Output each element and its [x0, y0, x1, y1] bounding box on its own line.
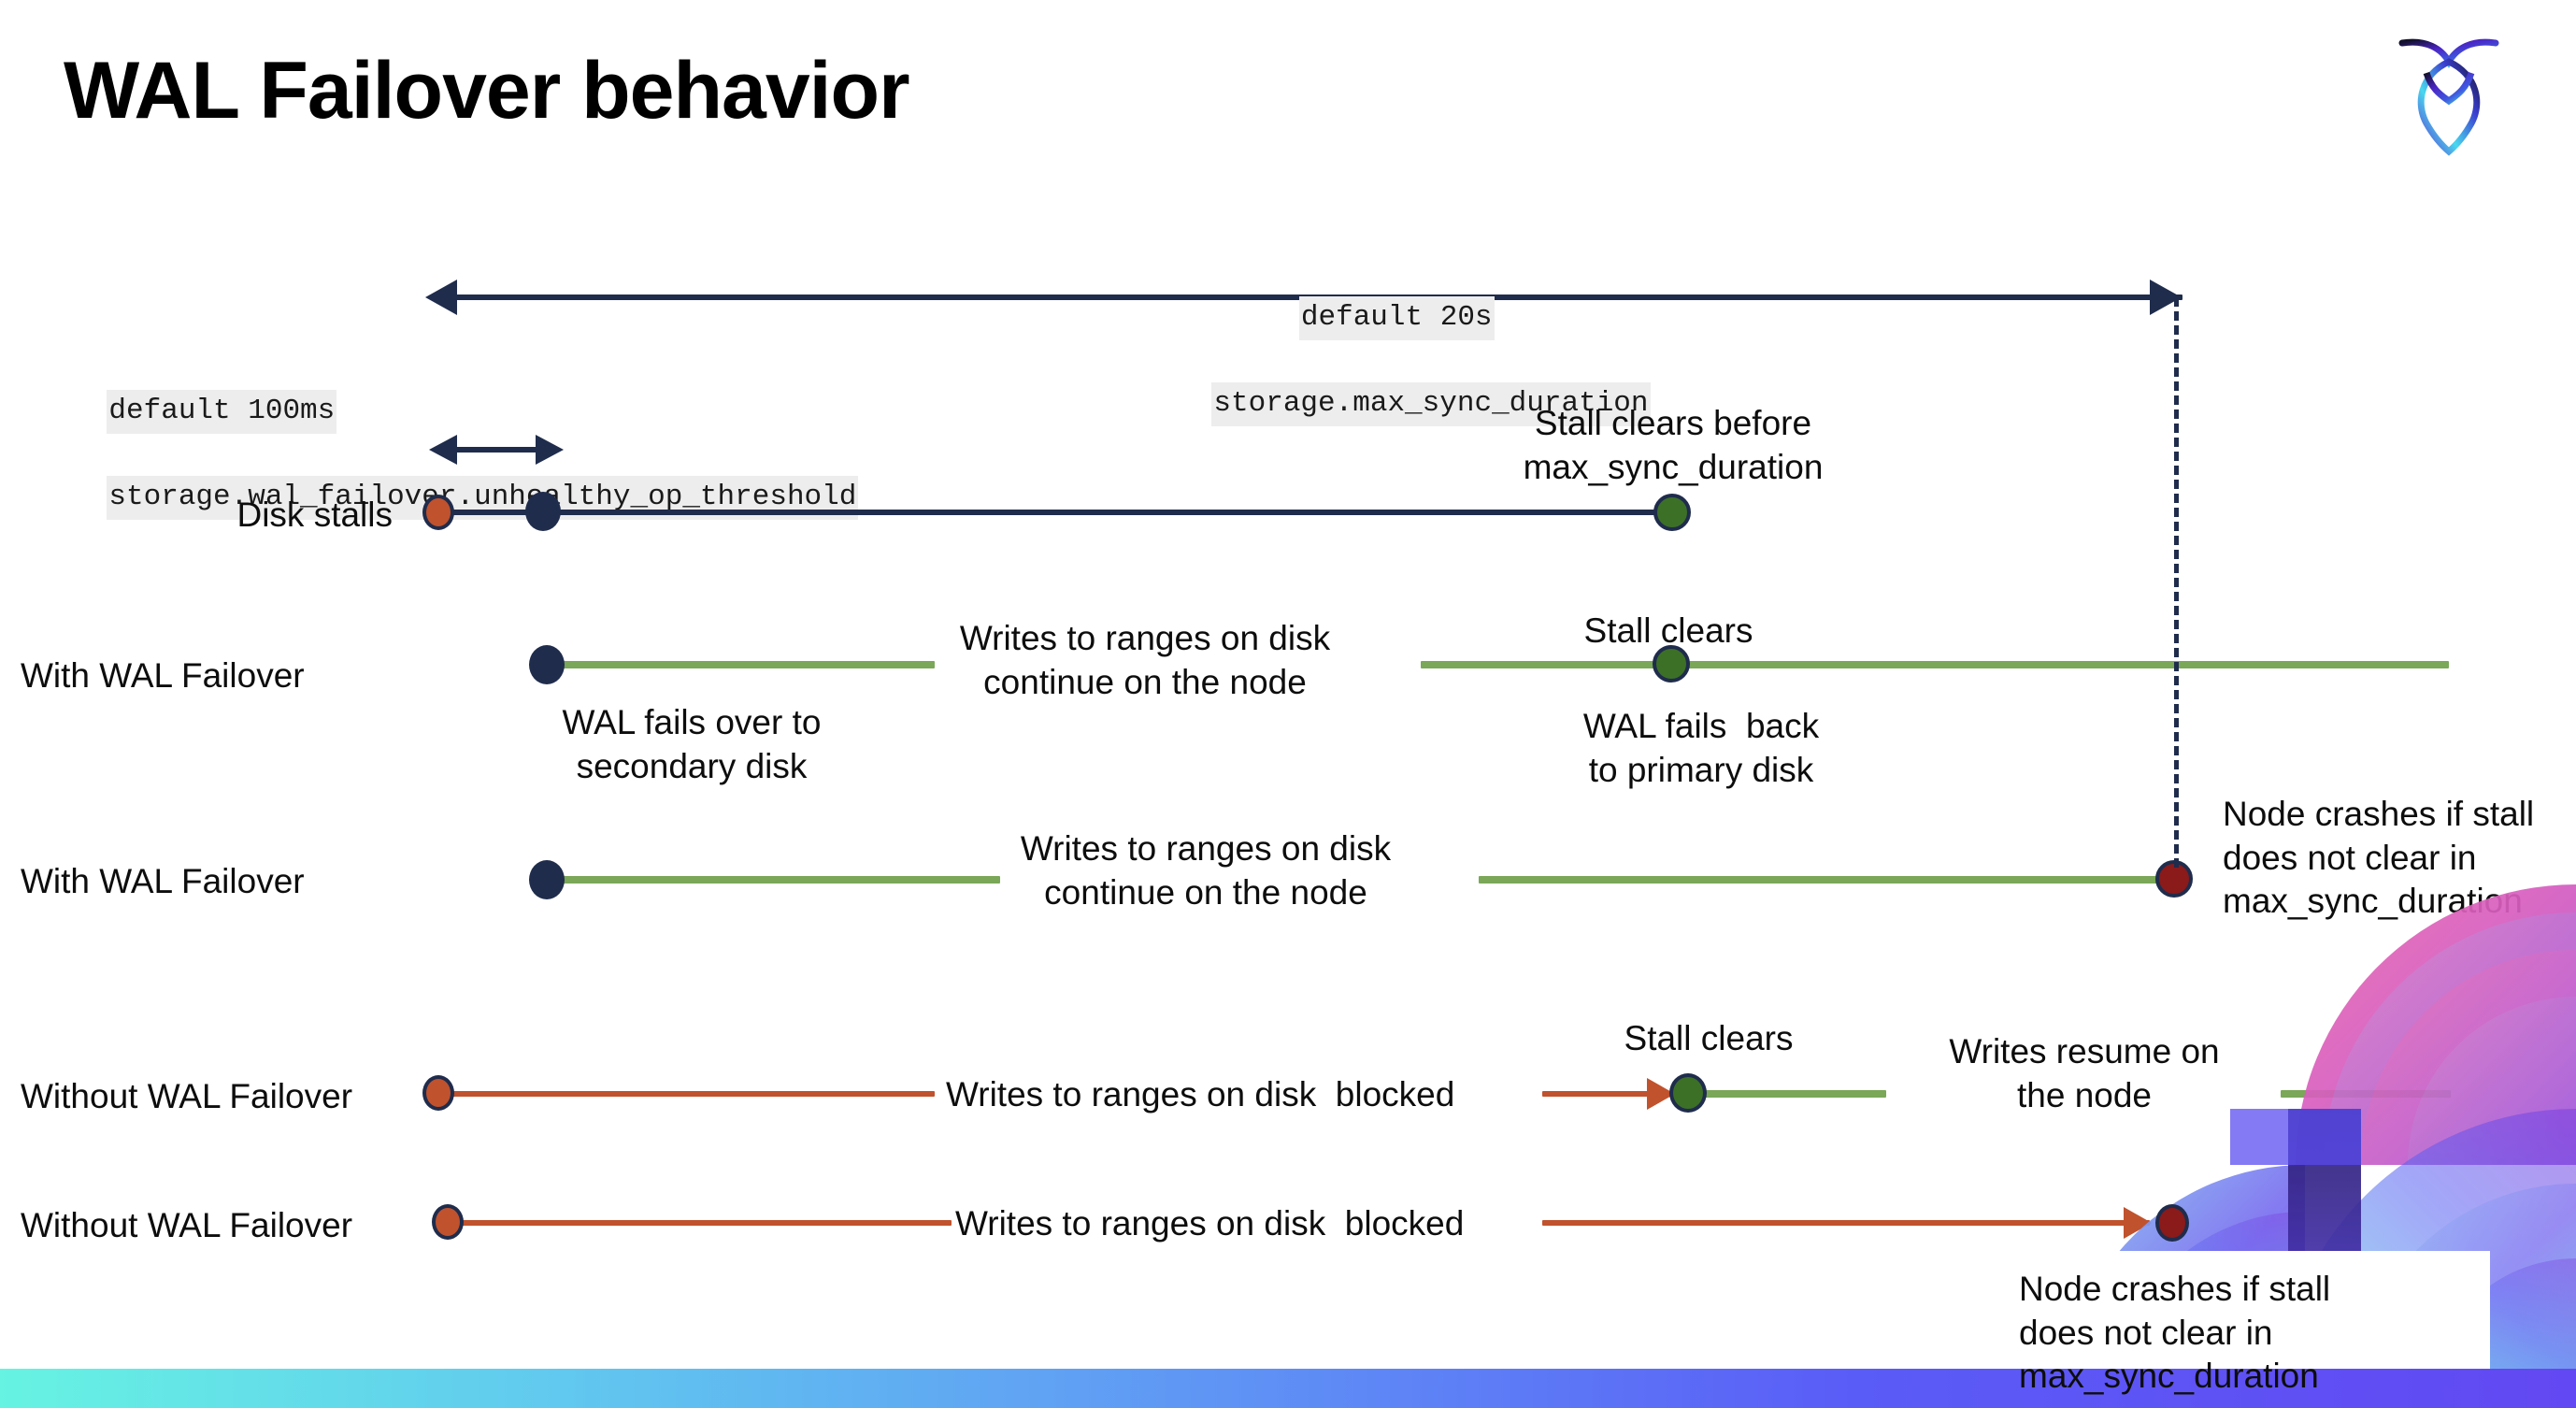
without-wal-1-segment-a — [449, 1091, 935, 1097]
wal-failover-1-segment-b — [1421, 661, 2449, 668]
disk-stall-failover-dot — [525, 492, 561, 531]
disk-stall-start-dot — [422, 495, 454, 530]
wal-failover-1-start-dot — [529, 645, 565, 684]
disk-stall-clear-dot — [1653, 494, 1691, 531]
unhealthy-op-annotation-line1: default 100ms — [107, 389, 337, 434]
wal-failover-2-segment-b — [1479, 876, 2170, 884]
note-stall-clears-2: Stall clears — [1624, 1019, 1794, 1057]
note-writes-continue-1: Writes to ranges on disk continue on the… — [959, 619, 1331, 701]
note-wal-fails-over: WAL fails over to secondary disk — [562, 703, 822, 785]
wal-failover-2-segment-a — [542, 876, 1000, 884]
without-wal-1-segment-b — [1542, 1091, 1673, 1097]
max-sync-deadline-dashed-line — [2174, 297, 2179, 868]
row-label-with-wal-failover-1: With WAL Failover — [21, 656, 305, 695]
threshold-arrow-right-head — [536, 435, 564, 465]
without-wal-2-arrow-head — [2124, 1207, 2152, 1239]
note-wal-fails-back: WAL fails back to primary disk — [1582, 707, 1820, 789]
without-wal-1-clear-dot — [1669, 1073, 1707, 1113]
row-label-without-wal-failover-1: Without WAL Failover — [21, 1077, 353, 1115]
without-wal-2-segment-b — [1542, 1220, 2150, 1226]
max-sync-annotation: default 20s storage.max_sync_duration — [1142, 254, 1651, 468]
threshold-arrow-shaft — [453, 447, 539, 453]
without-wal-1-segment-green-far — [2281, 1090, 2451, 1098]
max-sync-arrow-left-head — [425, 280, 457, 315]
page-title: WAL Failover behavior — [64, 46, 910, 136]
note-writes-continue-2: Writes to ranges on disk continue on the… — [1020, 829, 1392, 912]
without-wal-1-start-dot — [422, 1075, 454, 1111]
without-wal-2-segment-a — [456, 1220, 952, 1226]
note-node-crashes-1: Node crashes if stall does not clear in … — [2223, 795, 2535, 921]
without-wal-2-crash-dot — [2155, 1204, 2189, 1242]
disk-stall-timeline — [439, 510, 1673, 515]
wal-failover-1-segment-a — [542, 661, 935, 668]
row-label-without-wal-failover-2: Without WAL Failover — [21, 1206, 353, 1244]
note-writes-resume: Writes resume on the node — [1949, 1032, 2220, 1114]
without-wal-2-start-dot — [432, 1204, 464, 1240]
row-label-disk-stalls: Disk stalls — [236, 496, 393, 534]
note-stall-clears-1: Stall clears — [1583, 611, 1753, 650]
note-writes-blocked-1: Writes to ranges on disk blocked — [946, 1075, 1455, 1113]
row-label-with-wal-failover-2: With WAL Failover — [21, 862, 305, 900]
note-stall-clears-before: Stall clears before max_sync_duration — [1523, 404, 1824, 486]
without-wal-1-segment-green — [1694, 1090, 1886, 1098]
note-node-crashes-2: Node crashes if stall does not clear in … — [2019, 1270, 2331, 1396]
wal-failover-2-start-dot — [529, 860, 565, 899]
bottom-gradient-bar — [0, 1369, 2576, 1408]
note-writes-blocked-2: Writes to ranges on disk blocked — [955, 1204, 1465, 1243]
max-sync-annotation-line1: default 20s — [1298, 295, 1495, 340]
threshold-arrow-left-head — [429, 435, 457, 465]
max-sync-annotation-line2: storage.max_sync_duration — [1211, 381, 1651, 426]
wal-failover-1-clear-dot — [1653, 645, 1690, 682]
cockroachdb-logo-icon — [2389, 28, 2509, 159]
